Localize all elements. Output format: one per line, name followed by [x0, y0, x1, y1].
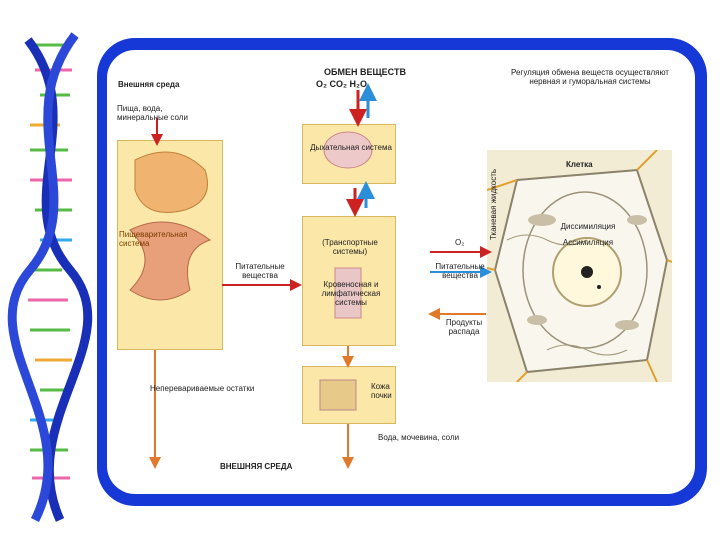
decay-label: Продукты распада: [436, 318, 492, 336]
metabolism-title: ОБМЕН ВЕЩЕСТВ: [306, 68, 424, 77]
water-label: Вода, мочевина, соли: [378, 433, 498, 442]
food-label: Пища, вода, минеральные соли: [117, 104, 207, 122]
tissue-fluid-label: Тканевая жидкость: [489, 160, 498, 240]
gases-label: O₂ CO₂ H₂O: [316, 80, 426, 89]
assimilation-label: Ассимиляция: [543, 238, 633, 247]
cell-label: Клетка: [566, 160, 593, 169]
nutrients-left-label: Питательные вещества: [224, 262, 296, 280]
external-env-top-label: Внешняя среда: [118, 80, 179, 89]
excretory-label: Кожа почки: [371, 382, 401, 400]
digestive-label: Пищеварительная система: [119, 230, 214, 248]
respiratory-label: Дыхательная система: [308, 143, 394, 152]
o2-label: O₂: [455, 238, 464, 247]
external-env-bottom-label: ВНЕШНЯЯ СРЕДА: [220, 462, 330, 471]
transport-label: (Транспортные системы): [310, 238, 390, 256]
undigested-label: Неперевариваемые остатки: [150, 384, 260, 393]
nutrients-right-label: Питательные вещества: [430, 262, 490, 280]
regulation-label: Регуляция обмена веществ осуществляют не…: [510, 68, 670, 86]
dissimilation-label: Диссимиляция: [543, 222, 633, 231]
blood-lymph-label: Кровеносная и лимфатическая системы: [306, 280, 396, 307]
